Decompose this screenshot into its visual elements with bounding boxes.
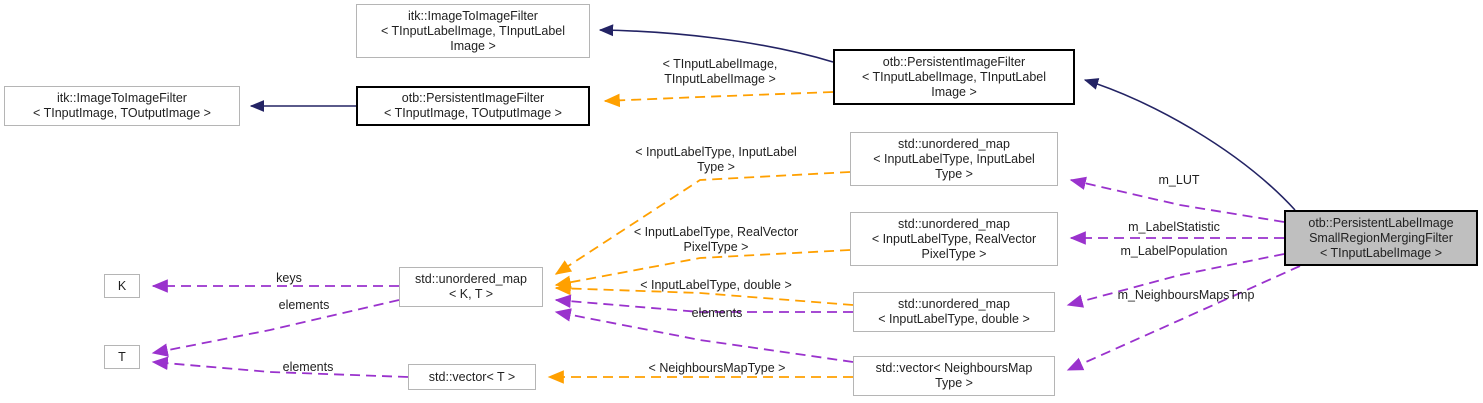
- edge-label-label-elements-k-t: elements: [278, 298, 330, 312]
- edge-template-map-realvector: [554, 249, 851, 289]
- edge-label-label-neighboursmaptype: < NeighboursMapType >: [648, 361, 786, 375]
- class-node-otb-persistent-image-filter[interactable]: otb::PersistentImageFilter < TInputImage…: [356, 86, 590, 126]
- class-node-persistent-label-image-small-region-merging-filter[interactable]: otb::PersistentLabelImage SmallRegionMer…: [1284, 210, 1478, 266]
- class-node-unordered-map-label-realvector[interactable]: std::unordered_map < InputLabelType, Rea…: [850, 212, 1058, 266]
- class-node-unordered-map-label-label[interactable]: std::unordered_map < InputLabelType, Inp…: [850, 132, 1058, 186]
- edge-label-label-inputlabeltype-realvectorpixeltype: < InputLabelType, RealVector PixelType >: [633, 225, 799, 254]
- edge-usage-elements-map: [151, 299, 400, 357]
- edge-template-map-inputlabel: [554, 171, 851, 275]
- edge-usage-m-neighboursmapstmp: [1066, 265, 1301, 371]
- class-node-unordered-map-label-double[interactable]: std::unordered_map < InputLabelType, dou…: [853, 292, 1055, 332]
- edge-label-label-inputlabeltype-inputlabeltype: < InputLabelType, InputLabel Type >: [635, 145, 797, 174]
- edge-template-map-double: [554, 281, 854, 306]
- edge-label-label-inputlabeltype-double: < InputLabelType, double >: [640, 278, 792, 292]
- edge-label-label-elements-double: elements: [691, 306, 743, 320]
- edge-label-label-m-labelpopulation: m_LabelPopulation: [1120, 244, 1228, 258]
- edge-label-label-tinputlabelimage-pair: < TInputLabelImage, TInputLabelImage >: [662, 57, 778, 86]
- edge-usage-neighbours-to-map: [554, 308, 854, 363]
- class-node-itk-image-to-image-filter-label[interactable]: itk::ImageToImageFilter < TInputLabelIma…: [356, 4, 590, 58]
- edge-label-label-m-neighboursmapstmp: m_NeighboursMapsTmp: [1117, 288, 1255, 302]
- edge-inheritance-current-filter: [1083, 78, 1296, 211]
- class-node-node-t[interactable]: T: [104, 345, 140, 369]
- class-node-unordered-map-k-t[interactable]: std::unordered_map < K, T >: [399, 267, 543, 307]
- edge-usage-m-lut: [1069, 176, 1285, 223]
- edge-label-label-elements-vector: elements: [282, 360, 334, 374]
- class-node-vector-t[interactable]: std::vector< T >: [408, 364, 536, 390]
- edge-template-persistent-image-filter: [603, 91, 834, 108]
- edge-usage-elements-vector: [151, 356, 409, 378]
- edge-usage-m-labelpopulation: [1066, 253, 1285, 308]
- edge-inheritance-label-filter: [598, 24, 834, 63]
- class-node-node-k[interactable]: K: [104, 274, 140, 298]
- edge-usage-elements-double: [554, 294, 853, 313]
- class-node-vector-neighbours-map-type[interactable]: std::vector< NeighboursMap Type >: [853, 356, 1055, 396]
- edge-label-label-keys: keys: [276, 271, 302, 285]
- edge-label-label-m-labelstatistic: m_LabelStatistic: [1128, 220, 1220, 234]
- edge-label-label-m-lut: m_LUT: [1158, 173, 1200, 187]
- class-node-itk-image-to-image-filter[interactable]: itk::ImageToImageFilter < TInputImage, T…: [4, 86, 240, 126]
- class-node-otb-persistent-image-filter-label[interactable]: otb::PersistentImageFilter < TInputLabel…: [833, 49, 1075, 105]
